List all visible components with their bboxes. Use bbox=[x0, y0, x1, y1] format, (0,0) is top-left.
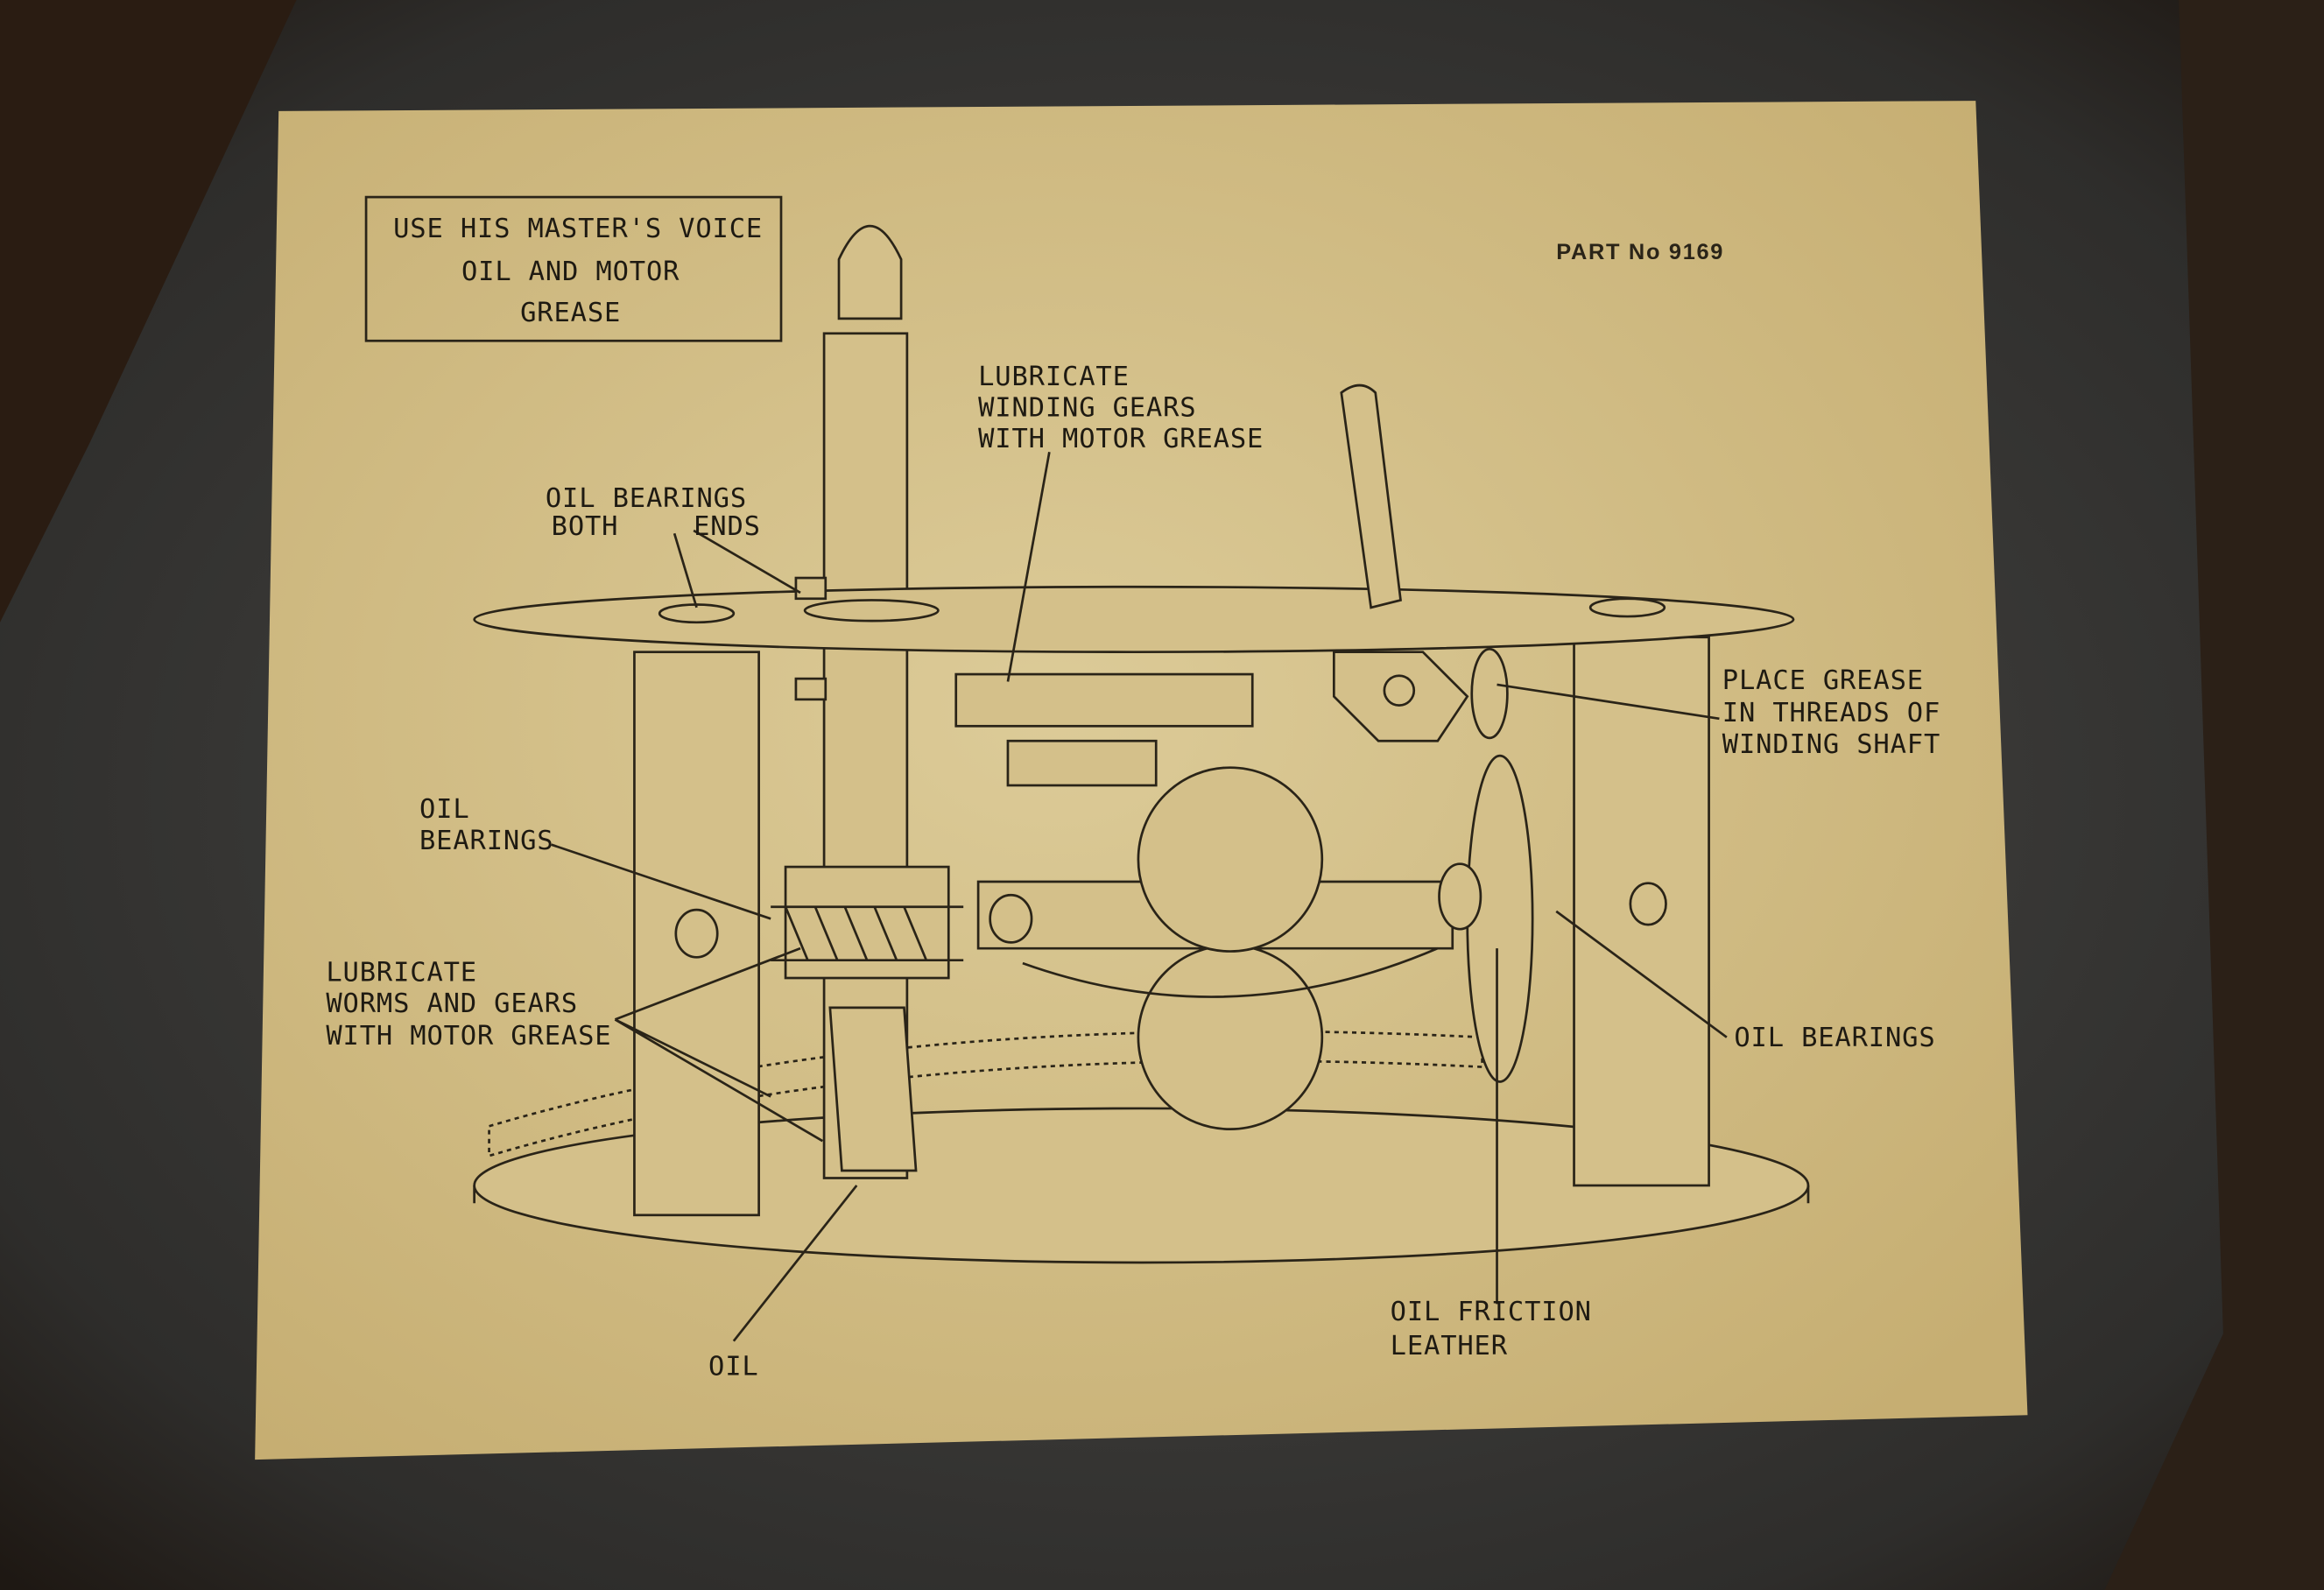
wood-edge-right bbox=[2104, 0, 2324, 1590]
leader-lines bbox=[551, 451, 1728, 1342]
label-oil-bearings-both-2: BOTH bbox=[552, 511, 619, 542]
governor-ball bbox=[1137, 766, 1324, 953]
header-box bbox=[364, 195, 783, 342]
worm bbox=[771, 905, 964, 962]
label-place-grease-3: WINDING SHAFT bbox=[1722, 729, 1940, 760]
label-oil-bearings-right: OIL BEARINGS bbox=[1734, 1023, 1935, 1053]
header-line-2: OIL AND MOTOR bbox=[461, 257, 680, 287]
part-number: PART No 9169 bbox=[1556, 240, 1724, 264]
label-winding-gears-2: WINDING GEARS bbox=[978, 393, 1196, 424]
friction-disk bbox=[1466, 754, 1534, 1083]
wood-edge bbox=[0, 0, 297, 623]
label-friction-leather-1: OIL FRICTION bbox=[1391, 1297, 1592, 1327]
instruction-plate: USE HIS MASTER'S VOICE OIL AND MOTOR GRE… bbox=[255, 101, 2028, 1460]
label-oil-bearings-both-3: ENDS bbox=[694, 511, 761, 542]
header-line-3: GREASE bbox=[520, 298, 621, 328]
label-place-grease-1: PLACE GREASE bbox=[1722, 665, 1924, 696]
label-worms-gears-3: WITH MOTOR GREASE bbox=[326, 1021, 611, 1052]
label-oil-bearings-left-2: BEARINGS bbox=[419, 826, 553, 856]
worm-gear bbox=[828, 1006, 918, 1172]
motor-diagram bbox=[473, 224, 1810, 1264]
winding-key bbox=[837, 224, 903, 320]
label-winding-gears-1: LUBRICATE bbox=[978, 362, 1130, 392]
winding-arm bbox=[1340, 383, 1402, 609]
label-winding-gears-3: WITH MOTOR GREASE bbox=[978, 424, 1264, 454]
label-place-grease-2: IN THREADS OF bbox=[1722, 698, 1940, 728]
label-worms-gears-1: LUBRICATE bbox=[326, 957, 477, 988]
label-oil-bearings-both-1: OIL BEARINGS bbox=[546, 483, 747, 514]
label-oil-bearings-left-1: OIL bbox=[419, 794, 470, 825]
label-friction-leather-2: LEATHER bbox=[1391, 1331, 1508, 1361]
label-oil: OIL bbox=[708, 1352, 759, 1382]
governor-ball bbox=[1137, 944, 1324, 1131]
label-worms-gears-2: WORMS AND GEARS bbox=[326, 988, 578, 1019]
header-line-1: USE HIS MASTER'S VOICE bbox=[393, 214, 763, 244]
